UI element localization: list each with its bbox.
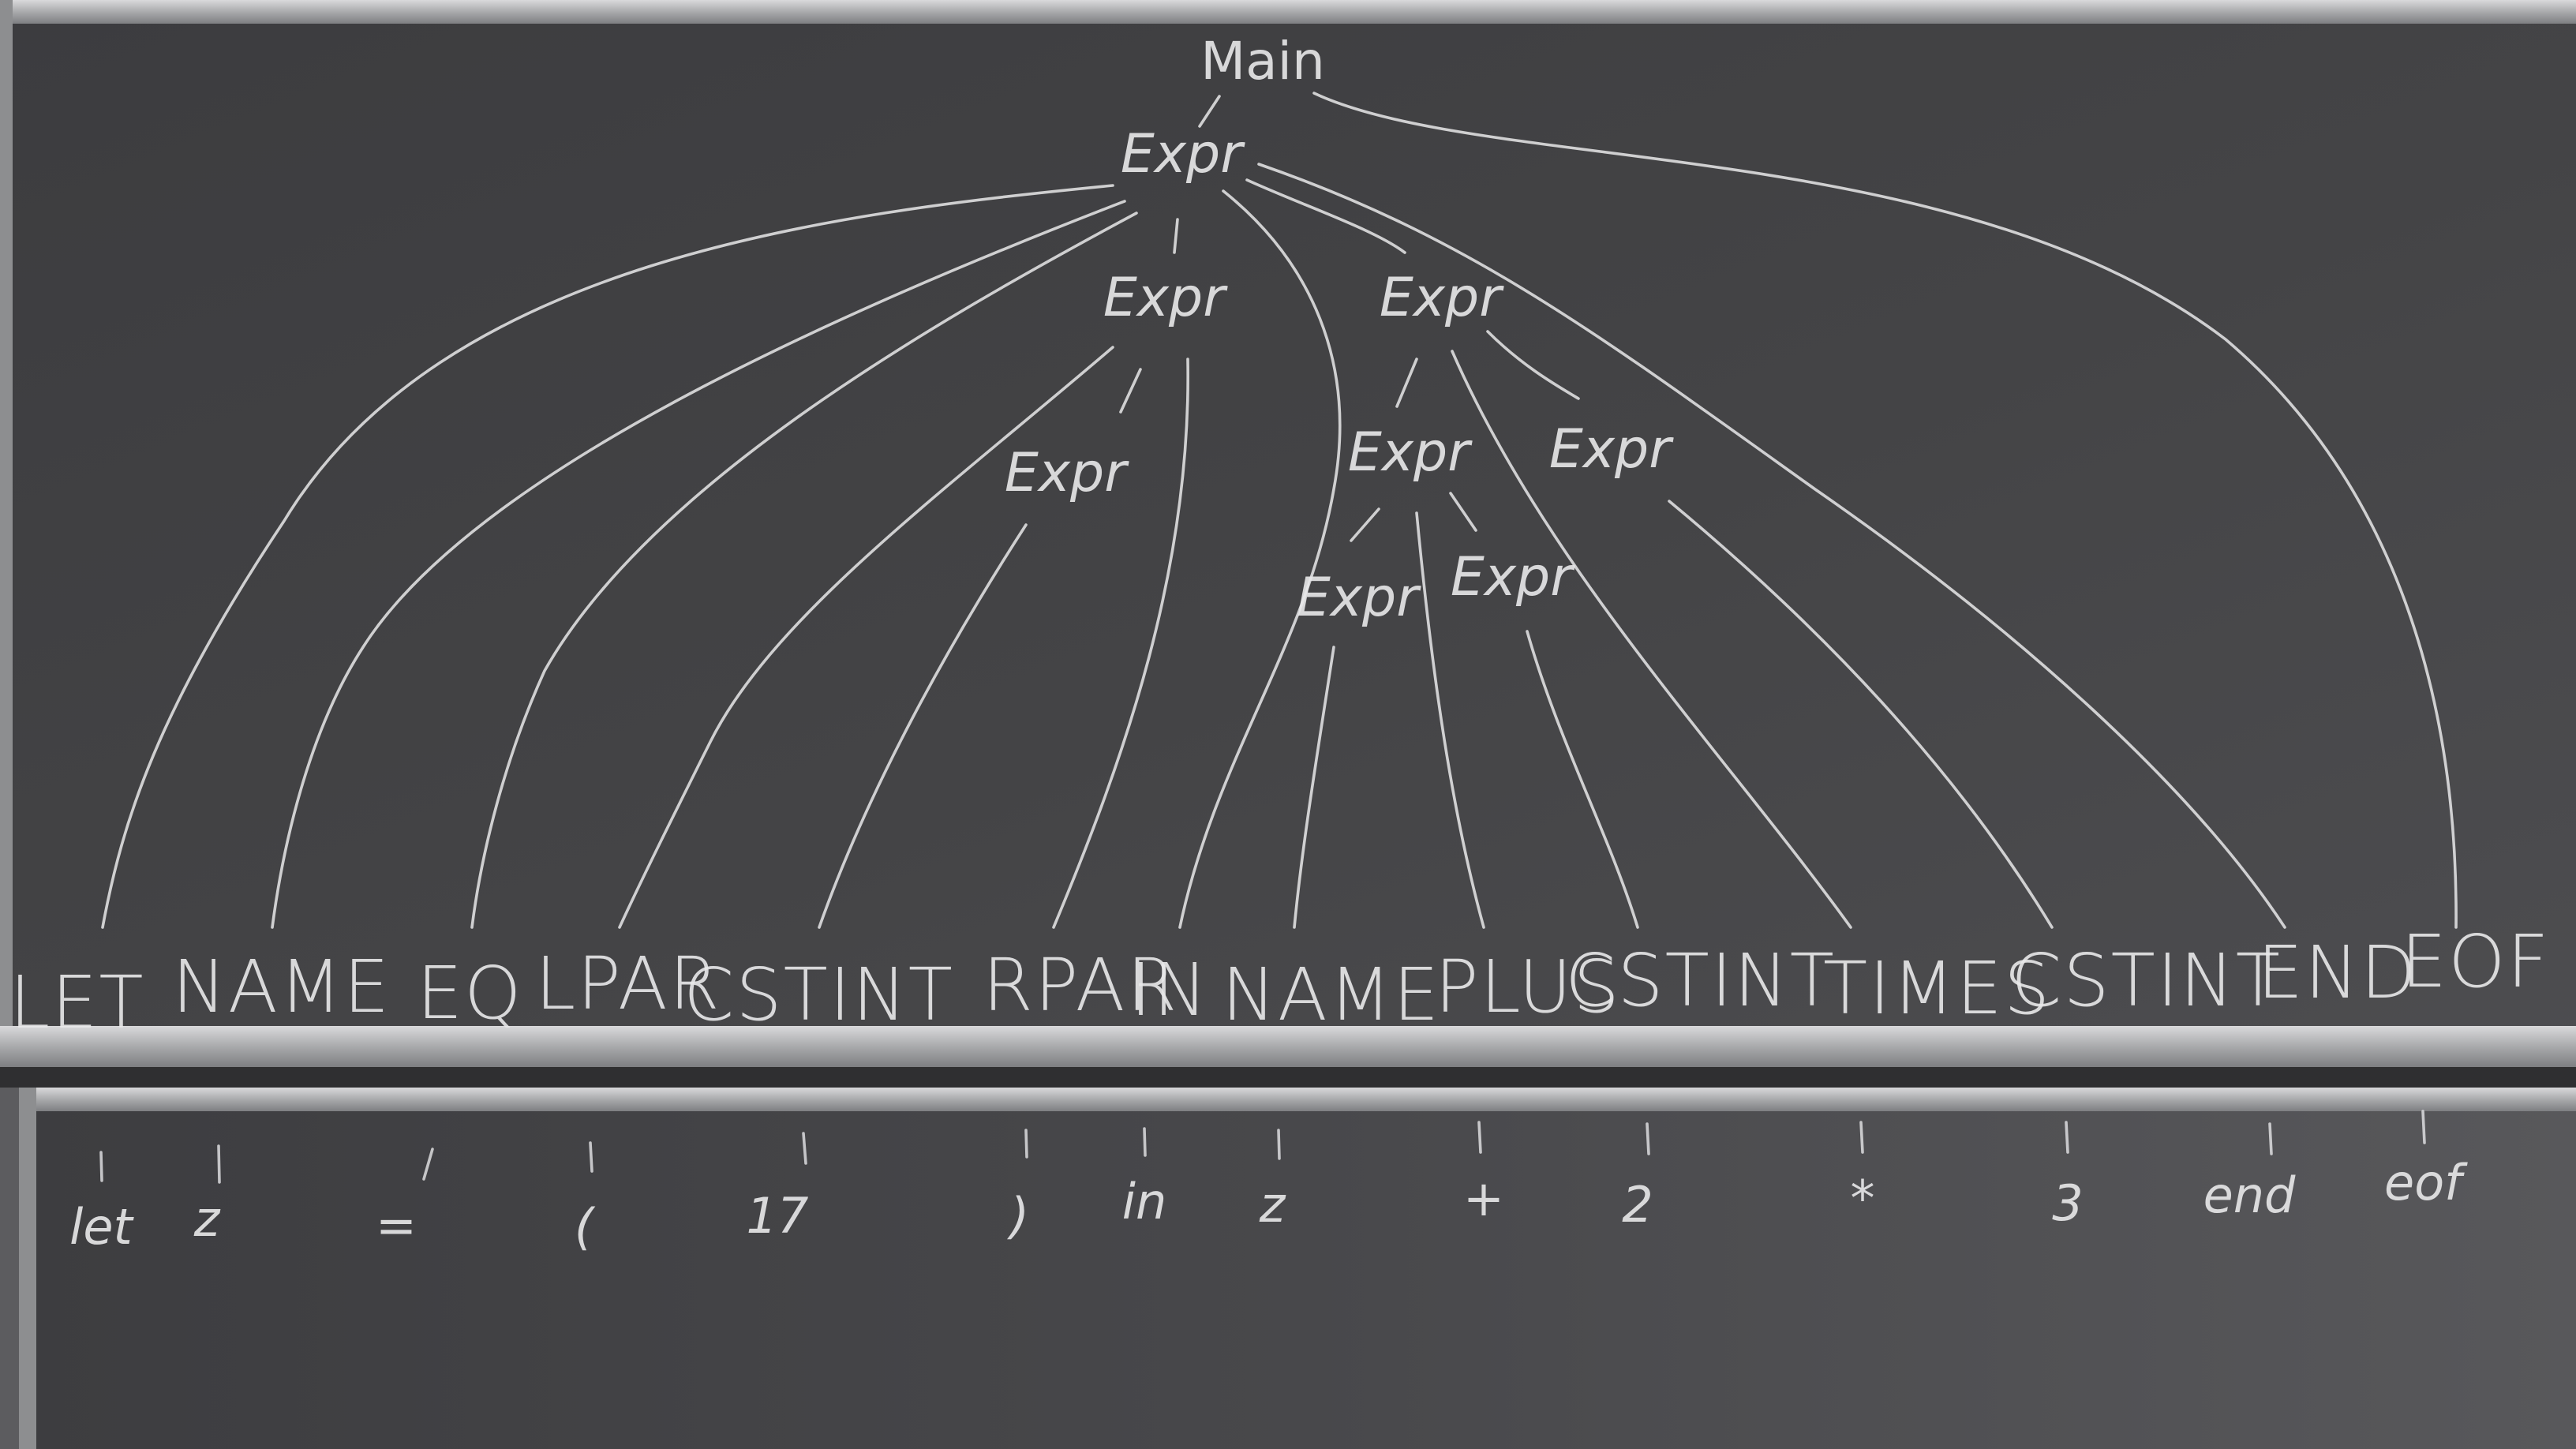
node-main: Main: [1200, 31, 1325, 92]
node-expr-times-left: Expr: [1348, 421, 1473, 484]
edge-expr-lpar: [618, 346, 1114, 929]
tree-nodes: Main Expr Expr Expr Expr Expr Expr Expr …: [1005, 31, 1674, 629]
edge-expr-cstint-17: [818, 523, 1028, 929]
lexeme-eq: =: [376, 1196, 417, 1254]
lexeme-2: 2: [1622, 1176, 1653, 1234]
lexeme-ticks: [99, 1110, 2426, 1184]
lexeme-in: in: [1122, 1173, 1167, 1230]
lexeme-plus: +: [1463, 1170, 1504, 1227]
edge-expr-name: [271, 200, 1126, 929]
edge-main-eof: [1312, 92, 2458, 929]
lexeme-end: end: [2203, 1166, 2296, 1224]
token-eq: EQ: [417, 951, 523, 1035]
chalk-tray: [0, 1026, 2576, 1067]
edge-expr-expr-inner: [1119, 368, 1142, 414]
node-expr-times-right: Expr: [1549, 418, 1674, 481]
token-cstint-17: CSTINT: [683, 953, 954, 1037]
node-expr-plus: Expr: [1380, 267, 1504, 329]
tree-edges: [101, 92, 2458, 929]
token-cstint-3: CSTINT: [2011, 938, 2282, 1023]
token-end: END: [2257, 930, 2418, 1015]
node-expr-let-body: Expr: [1103, 267, 1228, 329]
edge-expr-cstint-3: [1668, 500, 2054, 929]
lower-board-frame: [19, 1088, 2576, 1111]
lower-board-left-frame: [19, 1088, 36, 1449]
edge-expr-cstint-2: [1526, 630, 1639, 929]
token-let: LET: [9, 960, 145, 1045]
token-name-z: NAME: [1222, 953, 1440, 1037]
edge-expr-let: [101, 184, 1114, 929]
token-row: LET NAME EQ LPAR CSTINT RPAR IN NAME PLU…: [9, 919, 2550, 1045]
lexeme-rpar: ): [1007, 1187, 1029, 1245]
edge-expr-eq: [470, 212, 1138, 929]
token-plus: PLUS: [1435, 945, 1621, 1029]
token-cstint-2: CSTINT: [1565, 938, 1836, 1023]
chalk-tray-shadow: [0, 1067, 2576, 1088]
edge-main-expr: [1198, 95, 1221, 128]
edge-expr-rpar: [1052, 358, 1189, 929]
edge-expr-name-z: [1293, 646, 1335, 929]
token-in: IN: [1130, 948, 1209, 1032]
lexeme-3: 3: [2052, 1174, 2083, 1232]
upper-board-frame: [0, 0, 2576, 24]
lexeme-17: 17: [747, 1187, 809, 1245]
lexeme-z: z: [193, 1190, 221, 1248]
upper-board-left-frame: [0, 0, 13, 1067]
edge-expr-expr-right: [1245, 178, 1406, 254]
edge-expr-in: [1178, 189, 1342, 929]
edge-expr-expr-3: [1486, 330, 1580, 400]
node-expr-paren: Expr: [1005, 442, 1129, 504]
token-name: NAME: [172, 945, 391, 1029]
lower-board: [35, 1111, 2576, 1449]
node-expr-root: Expr: [1121, 123, 1245, 185]
token-rpar: RPAR: [983, 943, 1178, 1028]
node-expr-2: Expr: [1451, 546, 1575, 608]
edge-expr-expr-2: [1449, 492, 1477, 532]
upper-board: [0, 0, 2576, 1067]
lexeme-z-2: z: [1259, 1176, 1286, 1234]
lexeme-row: let z = ( 17 ) in z + 2 * 3 end eof: [69, 1110, 2468, 1256]
token-eof: EOF: [2401, 919, 2550, 1004]
lexeme-let: let: [69, 1198, 134, 1256]
edge-expr-times: [1451, 350, 1852, 929]
node-expr-z: Expr: [1297, 567, 1421, 629]
token-lpar: LPAR: [535, 942, 721, 1026]
lexeme-eof: eof: [2384, 1154, 2468, 1211]
edge-expr-expr-plus: [1395, 358, 1418, 408]
token-times: TIMES: [1823, 946, 2051, 1031]
lexeme-lpar: (: [575, 1198, 596, 1256]
edge-expr-expr-left: [1173, 218, 1179, 254]
edge-expr-end: [1257, 163, 2286, 929]
lexeme-times: *: [1851, 1170, 1875, 1227]
edge-expr-plus: [1415, 511, 1485, 929]
edge-expr-expr-z: [1350, 507, 1380, 542]
